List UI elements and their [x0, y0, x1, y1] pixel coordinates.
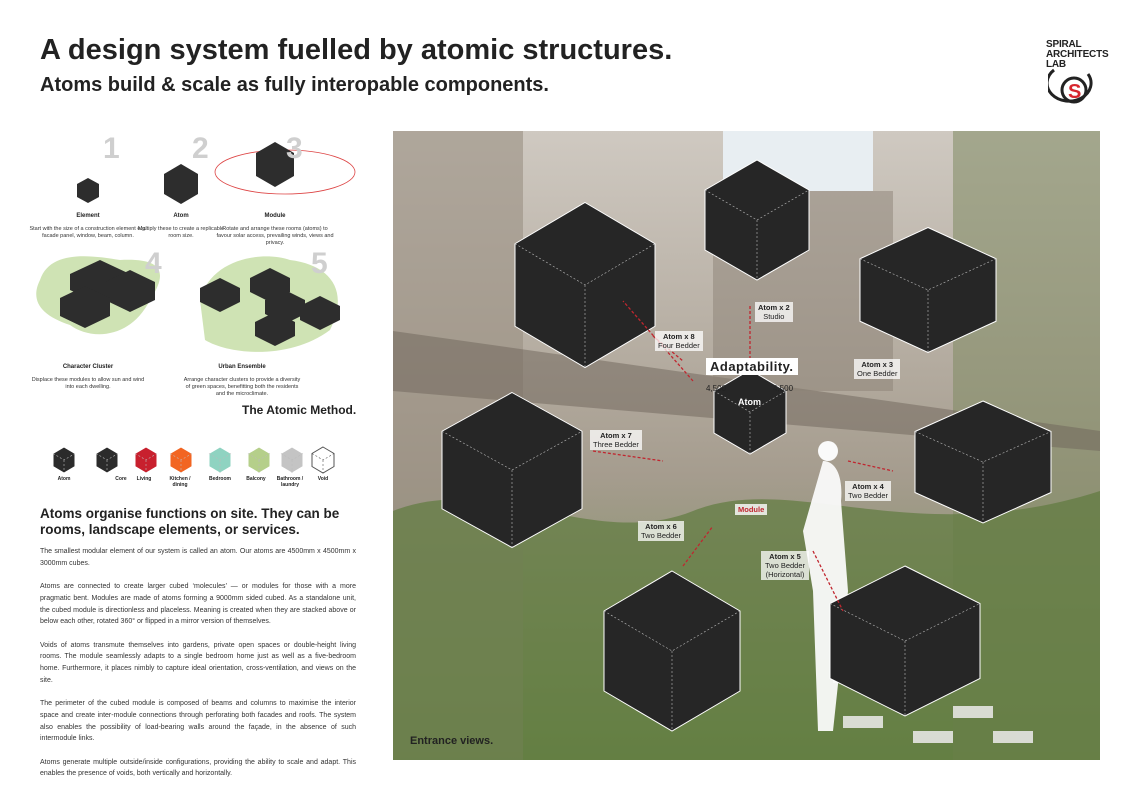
step-label: Element	[76, 213, 100, 219]
step-number: 1	[103, 132, 120, 165]
step-number: 5	[311, 247, 328, 280]
page-title: A design system fuelled by atomic struct…	[40, 34, 673, 66]
legend-label: Bathroom / laundry	[276, 476, 304, 488]
module-hexagon-edges	[859, 258, 997, 353]
body-text: The smallest modular element of our syst…	[40, 546, 356, 792]
legend-swatch-bathroom-edges	[280, 453, 304, 473]
legend-label: Atom	[57, 476, 71, 482]
cluster-block	[60, 286, 110, 328]
paragraph: Atoms generate multiple outside/inside c…	[40, 758, 356, 778]
paragraph: Atoms are connected to create larger cub…	[40, 583, 356, 626]
cluster-block	[105, 270, 155, 312]
ensemble-block	[255, 312, 295, 346]
step-desc: Displace these modules to allow sun and …	[31, 377, 145, 390]
step-desc: Start with the size of a construction el…	[29, 226, 147, 239]
module-hexagon-edges	[514, 243, 656, 368]
legend-label: Void	[317, 476, 329, 482]
leader-arrow	[847, 460, 894, 472]
page-subtitle: Atoms build & scale as fully interopable…	[40, 74, 549, 96]
step-desc: Multiply these to create a replicable ro…	[137, 226, 225, 239]
step-number: 3	[286, 132, 303, 165]
step-desc: Arrange character clusters to provide a …	[183, 377, 301, 397]
logo-line: LAB	[1046, 59, 1066, 70]
legend-swatch-balcony-edges	[247, 453, 271, 473]
method-title: The Atomic Method.	[242, 403, 357, 417]
legend-swatch-bedroom-edges	[208, 453, 232, 473]
legend-swatch-kitchen-edges	[169, 453, 193, 473]
legend-label: Kitchen / dining	[169, 476, 191, 488]
atomic-method-diagram	[36, 142, 356, 352]
svg-text:S: S	[1068, 81, 1081, 103]
module-diagrams	[441, 159, 1052, 732]
paragraph: Voids of atoms transmute themselves into…	[40, 641, 356, 684]
entrance-photo	[393, 131, 1100, 760]
element-cube	[77, 178, 99, 203]
logo: SPIRAL ARCHITECTS LAB S	[1046, 39, 1109, 110]
spiral-logo-icon: S	[1048, 68, 1093, 104]
module-cube	[256, 142, 294, 187]
legend-swatch-core-edges	[95, 453, 119, 473]
step-label: Atom	[173, 213, 189, 219]
step-label: Urban Ensemble	[218, 364, 266, 370]
module-hexagon-edges	[441, 430, 583, 548]
entrance-views-caption: Entrance views.	[410, 735, 494, 747]
legend-label: Living	[136, 476, 152, 482]
module-label: Module	[735, 504, 768, 515]
module-hexagon-edges	[829, 603, 981, 716]
dimension-right: 4,500	[773, 384, 794, 393]
legend-label: Core	[115, 476, 127, 482]
atom-cube	[164, 164, 198, 204]
legend-swatch-void-edges	[311, 453, 335, 473]
logo-line: ARCHITECTS	[1046, 49, 1109, 60]
module-hexagon-edges	[603, 610, 741, 731]
leader-arrow	[622, 300, 694, 382]
step-number: 4	[145, 247, 162, 280]
step-number: 2	[192, 132, 209, 165]
ensemble-block	[200, 278, 240, 312]
legend-label: Balcony	[246, 476, 266, 482]
module-hexagon-edges	[713, 390, 787, 454]
legend-swatch-living-edges	[134, 453, 158, 473]
dimension-left: 4,500	[706, 384, 727, 393]
section-heading: Atoms organise functions on site. They c…	[40, 506, 340, 537]
step-desc: Rotate and arrange these rooms (atoms) t…	[216, 226, 334, 246]
leader-arrow	[592, 450, 664, 462]
legend-swatches	[52, 446, 335, 474]
legend-swatch-atom-edges	[52, 453, 76, 473]
module-hexagon-edges	[914, 431, 1052, 523]
step-label: Character Cluster	[62, 364, 114, 370]
atom-label: Atom	[738, 397, 761, 407]
adaptability-title: Adaptability.	[706, 358, 798, 375]
legend-label: Bedroom	[209, 476, 231, 482]
paragraph: The smallest modular element of our syst…	[40, 548, 356, 567]
leader-arrow	[682, 525, 714, 567]
module-hexagon-edges	[704, 189, 810, 280]
logo-line: SPIRAL	[1046, 39, 1082, 50]
paragraph: The perimeter of the cubed module is com…	[40, 700, 356, 743]
step-label: Module	[264, 213, 286, 219]
ensemble-block	[300, 296, 340, 330]
leader-arrow	[812, 550, 844, 612]
